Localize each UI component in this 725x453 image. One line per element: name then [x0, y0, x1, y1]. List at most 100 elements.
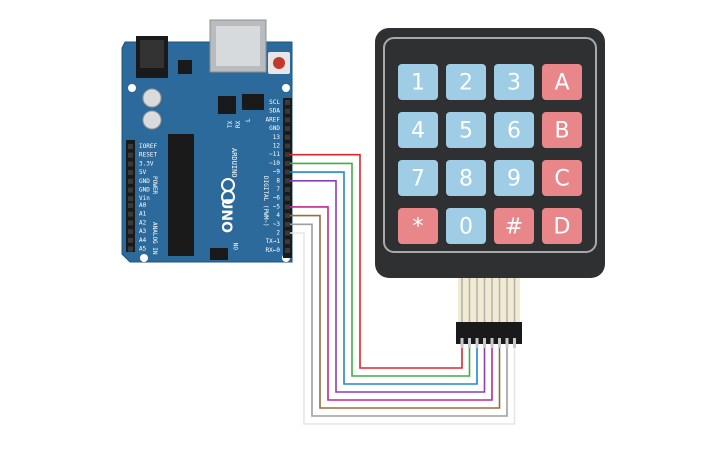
- arduino-uno-board[interactable]: TX RX L ON ARDUINO UNO DIGITAL (PWM~) PO…: [121, 19, 293, 263]
- power-pin-label: GND: [139, 187, 150, 194]
- keypad-key[interactable]: 8: [446, 160, 486, 196]
- power-pin-socket[interactable]: [128, 144, 133, 149]
- power-pin-socket[interactable]: [128, 170, 133, 176]
- connector-pin[interactable]: [513, 338, 516, 348]
- connector-pin[interactable]: [490, 338, 494, 348]
- digital-pin-socket[interactable]: [285, 213, 290, 219]
- wire-brown[interactable]: [290, 214, 501, 409]
- keypad-key[interactable]: 0: [446, 208, 486, 244]
- wire-grey[interactable]: [290, 223, 508, 417]
- wire-green[interactable]: [290, 162, 471, 377]
- power-pin-label: 3.3V: [139, 160, 154, 167]
- keypad-key[interactable]: A: [542, 64, 582, 100]
- keypad-key[interactable]: 4: [398, 112, 438, 148]
- analog-header-label: ANALOG IN: [151, 222, 158, 255]
- digital-pin-label: RX←0: [266, 247, 281, 254]
- keypad-key[interactable]: #: [494, 208, 534, 244]
- voltage-regulator: [178, 60, 192, 74]
- wire-bundle[interactable]: [290, 153, 516, 425]
- digital-pin-label: 7: [276, 186, 280, 193]
- analog-pin-socket[interactable]: [128, 220, 133, 226]
- icsp-header: [242, 94, 264, 110]
- keypad-key-label: C: [554, 167, 569, 192]
- keypad-key[interactable]: 9: [494, 160, 534, 196]
- keypad-key[interactable]: 6: [494, 112, 534, 148]
- power-pin-socket[interactable]: [128, 152, 133, 158]
- digital-pin-socket[interactable]: [285, 204, 290, 210]
- power-pin-label: GND: [139, 178, 150, 185]
- analog-pin-socket[interactable]: [128, 246, 133, 252]
- digital-pin-socket[interactable]: [285, 247, 290, 253]
- connector-pin[interactable]: [468, 338, 471, 348]
- keypad-key-label: A: [554, 71, 569, 96]
- digital-pin-socket[interactable]: [285, 187, 290, 192]
- wire-white[interactable]: [290, 232, 516, 425]
- digital-pin-socket[interactable]: [285, 239, 290, 245]
- keypad-key-label: 5: [459, 119, 473, 144]
- digital-pin-socket[interactable]: [285, 143, 290, 149]
- digital-pin-socket[interactable]: [285, 160, 290, 166]
- digital-header-label: DIGITAL (PWM~): [262, 176, 269, 227]
- wire-blue[interactable]: [290, 171, 478, 385]
- digital-pin-label: 12: [273, 143, 281, 150]
- analog-pin-label: A0: [139, 202, 147, 209]
- keypad-key[interactable]: *: [398, 208, 438, 244]
- keypad-key-label: 4: [411, 119, 425, 144]
- keypad-key[interactable]: 5: [446, 112, 486, 148]
- digital-pin-socket[interactable]: [285, 117, 290, 123]
- tx-led-label: TX: [227, 120, 234, 128]
- digital-pin-socket[interactable]: [285, 152, 290, 158]
- analog-pin-socket[interactable]: [128, 203, 133, 208]
- digital-pin-socket[interactable]: [285, 230, 290, 236]
- connector-pin[interactable]: [483, 338, 486, 348]
- power-pin-socket[interactable]: [128, 196, 133, 202]
- analog-pin-socket[interactable]: [128, 211, 133, 217]
- analog-pin-socket[interactable]: [128, 237, 133, 243]
- keypad-key[interactable]: B: [542, 112, 582, 148]
- wire-magenta[interactable]: [290, 206, 493, 401]
- analog-pin-label: A2: [139, 219, 147, 226]
- digital-pin-socket[interactable]: [285, 134, 290, 140]
- keypad-key[interactable]: C: [542, 160, 582, 196]
- wire-purple[interactable]: [290, 180, 486, 393]
- digital-pin-label: 2: [276, 230, 280, 237]
- keypad-ribbon-cable: [458, 278, 520, 322]
- keypad-key[interactable]: 7: [398, 160, 438, 196]
- connector-pin[interactable]: [475, 338, 479, 348]
- connector-pin[interactable]: [498, 338, 501, 348]
- digital-pin-label: 13: [273, 134, 281, 141]
- power-pin-label: Vin: [139, 195, 150, 202]
- digital-pin-label: 4: [276, 212, 280, 219]
- keypad-key[interactable]: 1: [398, 64, 438, 100]
- keypad-key-label: 8: [459, 167, 473, 192]
- keypad-key[interactable]: 2: [446, 64, 486, 100]
- power-pin-label: IOREF: [139, 143, 157, 150]
- keypad-key[interactable]: D: [542, 208, 582, 244]
- digital-pin-socket[interactable]: [285, 221, 290, 227]
- keypad-key-label: #: [505, 215, 523, 240]
- wire-red[interactable]: [290, 153, 463, 369]
- analog-pin-label: A3: [139, 228, 147, 235]
- digital-pin-label: GND: [269, 125, 280, 132]
- digital-pin-socket[interactable]: [285, 108, 290, 114]
- power-pin-socket[interactable]: [128, 178, 133, 184]
- connector-pin[interactable]: [505, 338, 509, 348]
- digital-pin-socket[interactable]: [285, 100, 290, 105]
- power-pin-socket[interactable]: [128, 161, 133, 167]
- keypad-key[interactable]: 3: [494, 64, 534, 100]
- digital-pin-socket[interactable]: [285, 178, 290, 184]
- power-pin-socket[interactable]: [128, 187, 133, 193]
- digital-pin-socket[interactable]: [285, 169, 290, 175]
- digital-pin-socket[interactable]: [285, 195, 290, 201]
- connector-pin[interactable]: [460, 338, 464, 348]
- digital-pin-socket[interactable]: [285, 126, 290, 132]
- digital-pin-label: TX→1: [266, 238, 281, 245]
- digital-pin-label: ~3: [273, 221, 281, 228]
- analog-pin-socket[interactable]: [128, 229, 133, 235]
- on-led-label: ON: [233, 242, 240, 250]
- arduino-infinity-logo-icon: [221, 178, 235, 204]
- keypad-frame: [383, 37, 597, 253]
- digital-pin-label: ~5: [273, 203, 281, 210]
